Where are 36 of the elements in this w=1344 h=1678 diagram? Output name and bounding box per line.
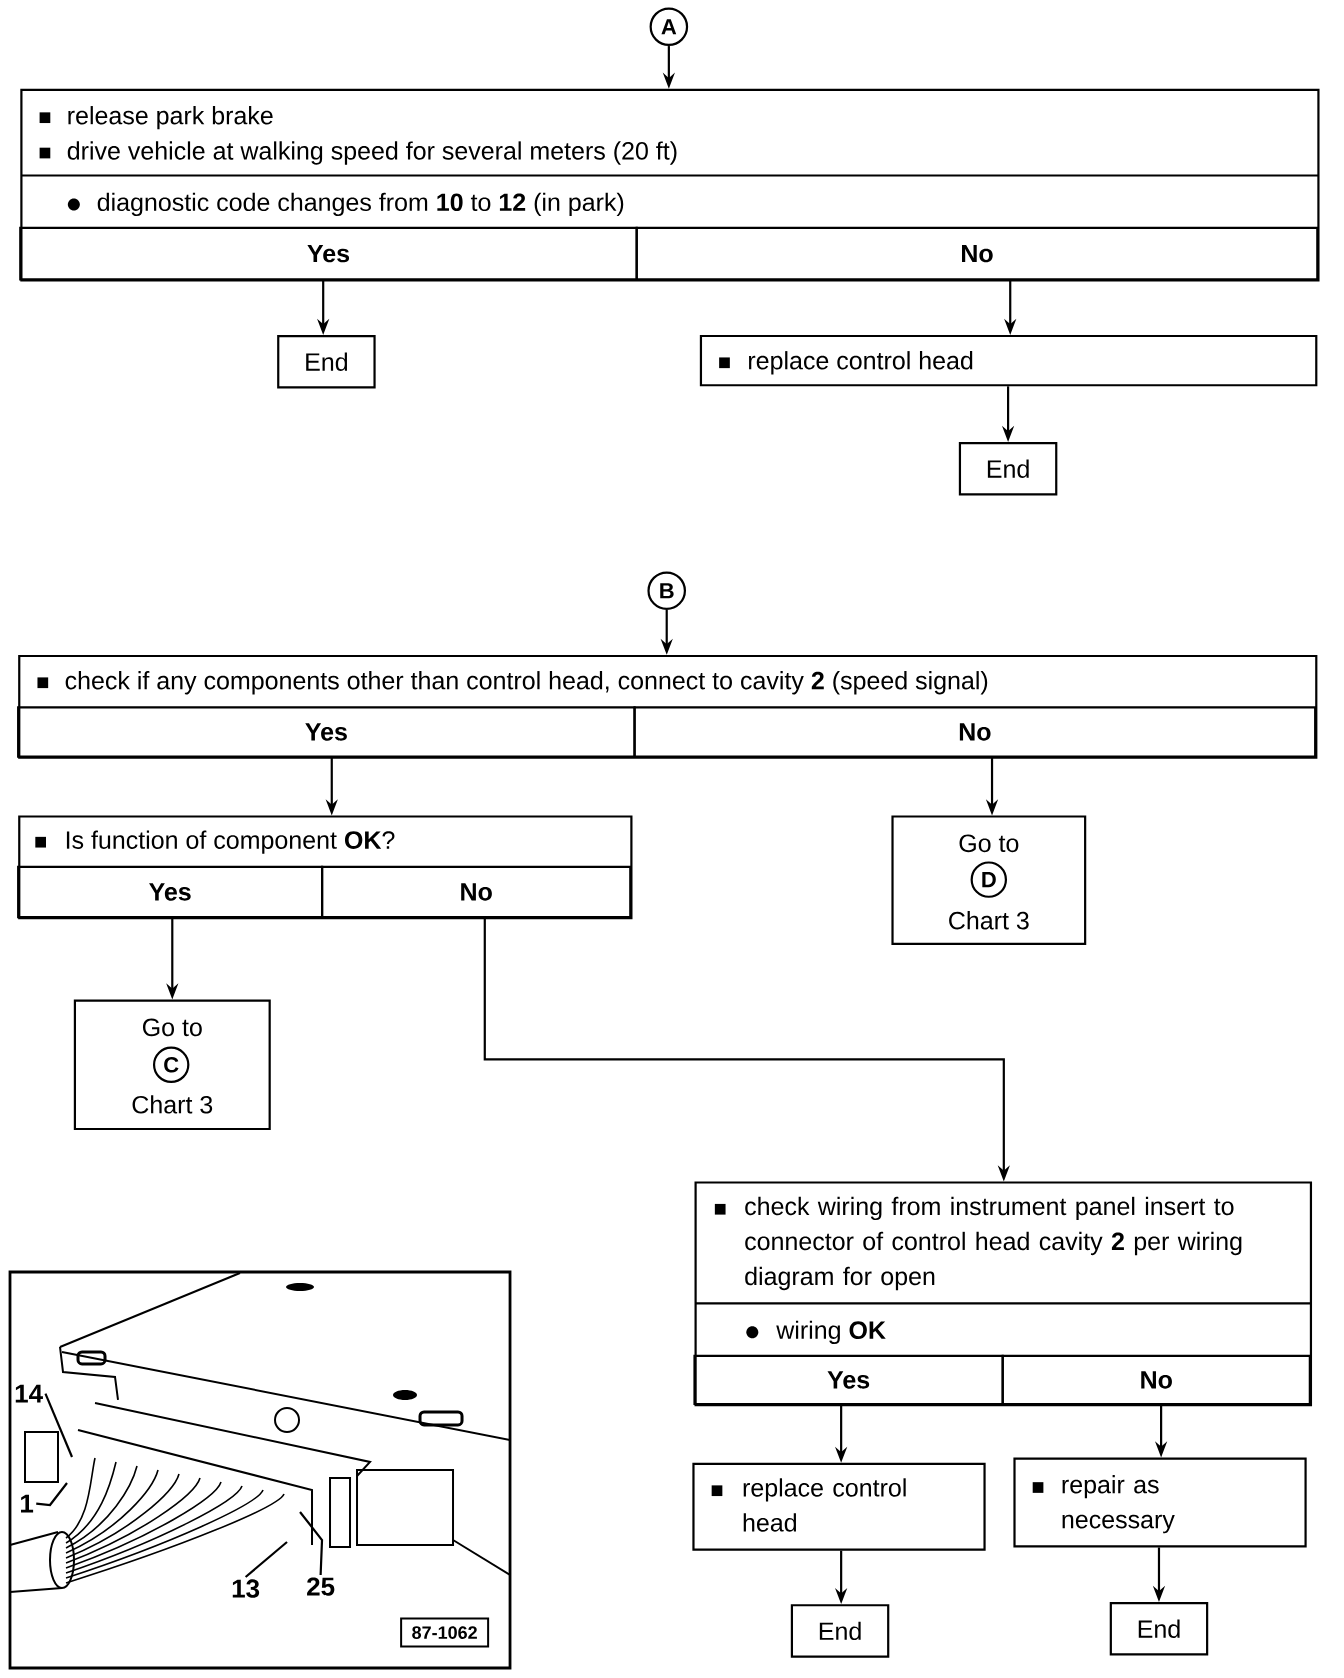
step-text: diagnostic code changes from 10 to 12 (in park) xyxy=(97,192,624,217)
answer-cell: Yes xyxy=(17,706,636,758)
answer-cell: Yes xyxy=(693,1354,1004,1406)
callout-number: 1 xyxy=(20,1494,34,1513)
callout-number: 25 xyxy=(307,1577,335,1596)
step-text: check wiring from instrument panel insert to connector of control head cavity 2 per wiring diagram for open xyxy=(745,1196,1242,1291)
end-box: End xyxy=(958,441,1058,496)
connector-drawing xyxy=(8,1270,512,1670)
figure-number: 87-1062 xyxy=(400,1617,490,1648)
end-box: End xyxy=(277,334,376,389)
end-box: End xyxy=(790,1604,890,1658)
step-text: Is function of component OK? xyxy=(66,830,395,854)
leader-line xyxy=(244,1541,288,1578)
callout-number: 14 xyxy=(15,1384,43,1403)
answer-cell: Yes xyxy=(17,865,324,919)
leader-line xyxy=(44,1393,73,1458)
callout-number: 13 xyxy=(232,1579,260,1598)
goto-text: Go to xyxy=(142,1018,202,1037)
step-text: release park brake xyxy=(68,106,273,130)
step-text: wiring OK xyxy=(776,1320,886,1344)
answer-cell: No xyxy=(633,706,1317,758)
goto-text: Chart 3 xyxy=(949,911,1029,930)
step-text: repair as necessary xyxy=(1062,1475,1175,1534)
step-text: replace control head xyxy=(743,1478,906,1532)
step-text: check if any components other than control head, connect to cavity 2 (speed signal) xyxy=(65,671,988,695)
goto-text: Go to xyxy=(959,834,1019,853)
answer-cell: No xyxy=(635,226,1319,281)
answer-cell: No xyxy=(320,865,632,919)
leader-line xyxy=(299,1511,324,1576)
leader-line xyxy=(36,1482,68,1507)
step-text: replace control head xyxy=(748,351,973,375)
answer-cell: No xyxy=(1001,1354,1311,1406)
answer-cell: Yes xyxy=(19,226,638,281)
goto-text: Chart 3 xyxy=(132,1095,213,1114)
end-box: End xyxy=(1109,1602,1209,1656)
step-text: drive vehicle at walking speed for several meters (20 ft) xyxy=(67,141,677,165)
